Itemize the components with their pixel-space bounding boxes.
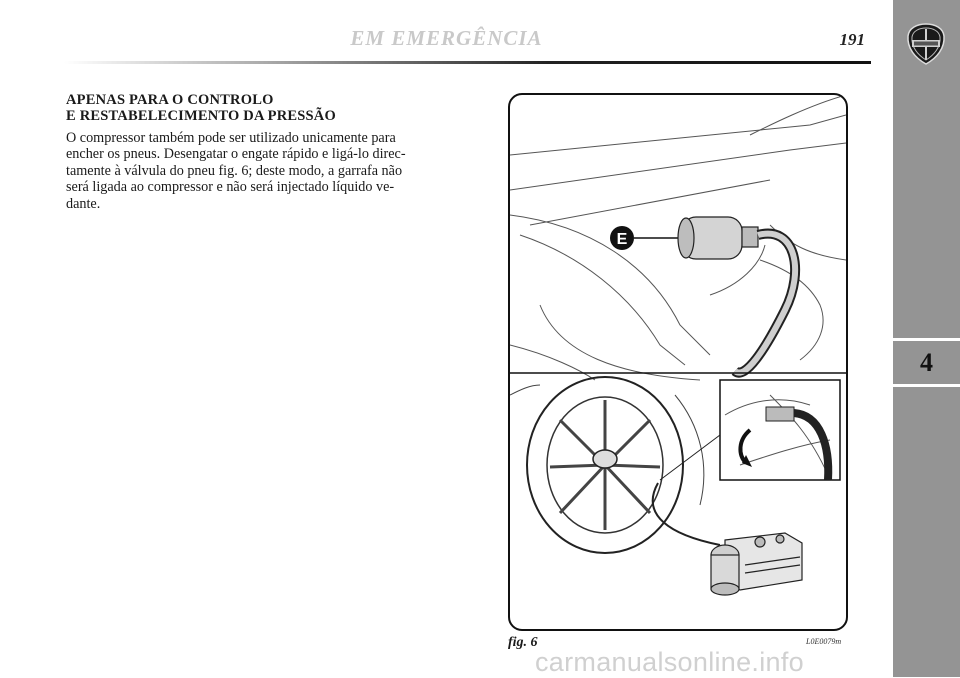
heading-line: E RESTABELECIMENTO DA PRESSÃO [66,108,336,124]
figure-illustration: E [508,93,848,631]
header-rule [64,61,871,64]
body-line: encher os pneus. Desengatar o engate ráp… [66,146,406,163]
side-tab-divider-bottom [893,384,960,387]
body-line: tamente à válvula do pneu fig. 6; deste … [66,162,403,179]
body-line: dante. [66,195,101,212]
figure-caption: fig. 6 [508,635,538,650]
lancia-logo-icon [907,23,945,65]
body-line: será ligada ao compressor e não será inj… [66,179,395,196]
side-tab-divider-top [893,338,960,341]
figure-code: L0E0079m [806,637,842,646]
page-number: 191 [839,30,866,49]
body-paragraph: O compressor também pode ser utilizado u… [66,130,448,212]
body-line: O compressor também pode ser utilizado u… [66,130,396,146]
callout-label-e: E [617,231,628,248]
watermark: carmanualsonline.info [535,647,804,677]
chapter-number: 4 [920,347,933,377]
section-heading: APENAS PARA O CONTROLO E RESTABELECIMENT… [66,92,456,124]
heading-line: APENAS PARA O CONTROLO [66,92,274,108]
header-section-title: EM EMERGÊNCIA [350,26,543,50]
compressor-illustration: E [510,95,846,596]
